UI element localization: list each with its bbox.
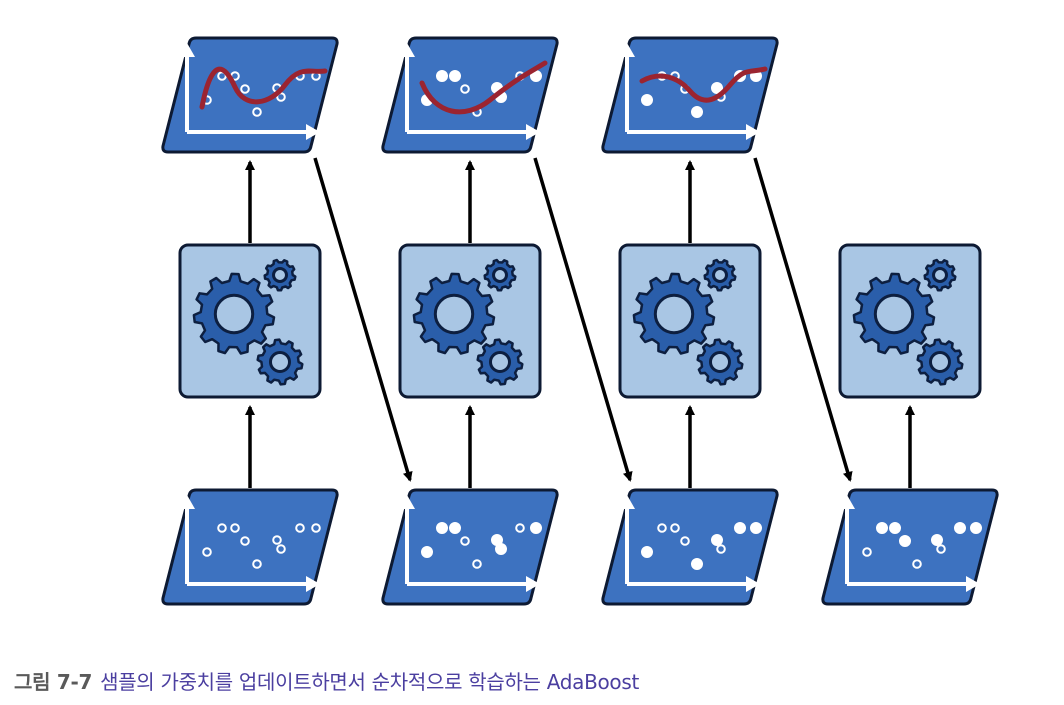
sample-point bbox=[657, 523, 667, 533]
panel-frame bbox=[821, 488, 999, 606]
sample-point bbox=[876, 522, 888, 534]
model-box bbox=[398, 243, 542, 399]
panel-frame bbox=[601, 488, 779, 606]
dataset-panel bbox=[161, 488, 339, 606]
axes-icon bbox=[399, 495, 540, 592]
sample-point bbox=[936, 544, 946, 554]
sample-point bbox=[530, 522, 542, 534]
sample-point bbox=[912, 559, 922, 569]
sample-point bbox=[421, 546, 433, 558]
prediction-panel bbox=[381, 36, 559, 154]
sample-point bbox=[931, 534, 943, 546]
figure-number: 그림 7-7 bbox=[14, 670, 93, 694]
model-box bbox=[618, 243, 762, 399]
scatter-plot-icon bbox=[862, 522, 982, 569]
axes-icon bbox=[399, 43, 540, 140]
gears-icon bbox=[192, 258, 304, 386]
sample-point bbox=[711, 82, 723, 94]
sample-point bbox=[750, 522, 762, 534]
panel-frame bbox=[381, 488, 559, 606]
arrow-reweight-next bbox=[753, 157, 853, 482]
dataset-panel bbox=[601, 488, 779, 606]
fitted-curve-icon bbox=[639, 66, 768, 103]
scatter-plot-icon bbox=[202, 523, 321, 569]
sample-point bbox=[970, 522, 982, 534]
arrow-reweight-next bbox=[533, 157, 633, 482]
sample-point bbox=[217, 523, 227, 533]
sample-point bbox=[295, 523, 305, 533]
sample-point bbox=[899, 535, 911, 547]
sample-point bbox=[954, 522, 966, 534]
sample-point bbox=[515, 523, 525, 533]
sample-point bbox=[449, 522, 461, 534]
sample-point bbox=[230, 523, 240, 533]
gears-icon bbox=[632, 258, 744, 386]
sample-point bbox=[670, 523, 680, 533]
sample-point bbox=[691, 106, 703, 118]
sample-point bbox=[711, 534, 723, 546]
sample-point bbox=[460, 536, 470, 546]
gears-icon bbox=[412, 258, 524, 386]
sample-point bbox=[449, 70, 461, 82]
fitted-curve-icon bbox=[419, 60, 548, 115]
caption-text: 샘플의 가중치를 업데이트하면서 순차적으로 학습하는 AdaBoost bbox=[100, 670, 640, 694]
sample-point bbox=[276, 544, 286, 554]
sample-point bbox=[495, 543, 507, 555]
panel-frame bbox=[381, 36, 559, 154]
scatter-plot-icon bbox=[641, 522, 762, 570]
fitted-curve-icon bbox=[199, 66, 328, 110]
model-box bbox=[838, 243, 982, 399]
sample-point bbox=[716, 544, 726, 554]
dataset-panel bbox=[821, 488, 999, 606]
sample-point bbox=[862, 547, 872, 557]
sample-point bbox=[240, 84, 250, 94]
sample-point bbox=[240, 536, 250, 546]
gears-icon bbox=[852, 258, 964, 386]
sample-point bbox=[734, 522, 746, 534]
prediction-panel bbox=[601, 36, 779, 154]
sample-point bbox=[272, 535, 282, 545]
panel-frame bbox=[601, 36, 779, 154]
sample-point bbox=[641, 94, 653, 106]
sample-points bbox=[641, 70, 762, 118]
panel-frame bbox=[161, 488, 339, 606]
dataset-panel bbox=[381, 488, 559, 606]
sample-point bbox=[252, 559, 262, 569]
sample-point bbox=[691, 558, 703, 570]
axes-icon bbox=[179, 43, 320, 140]
axes-icon bbox=[179, 495, 320, 592]
sample-point bbox=[252, 107, 262, 117]
axes-icon bbox=[839, 495, 980, 592]
axes-icon bbox=[619, 43, 760, 140]
sample-point bbox=[460, 84, 470, 94]
sample-point bbox=[202, 547, 212, 557]
sample-point bbox=[472, 559, 482, 569]
figure-caption: 그림 7-7 샘플의 가중치를 업데이트하면서 순차적으로 학습하는 AdaBoo… bbox=[14, 666, 639, 695]
axes-icon bbox=[619, 495, 760, 592]
panel-frame bbox=[161, 36, 339, 154]
sample-point bbox=[436, 522, 448, 534]
model-box bbox=[178, 243, 322, 399]
sample-point bbox=[436, 70, 448, 82]
sample-point bbox=[680, 536, 690, 546]
arrow-reweight-next bbox=[313, 157, 413, 482]
sample-point bbox=[889, 522, 901, 534]
sample-point bbox=[311, 523, 321, 533]
prediction-panel bbox=[161, 36, 339, 154]
scatter-plot-icon bbox=[421, 522, 542, 569]
sample-point bbox=[641, 546, 653, 558]
